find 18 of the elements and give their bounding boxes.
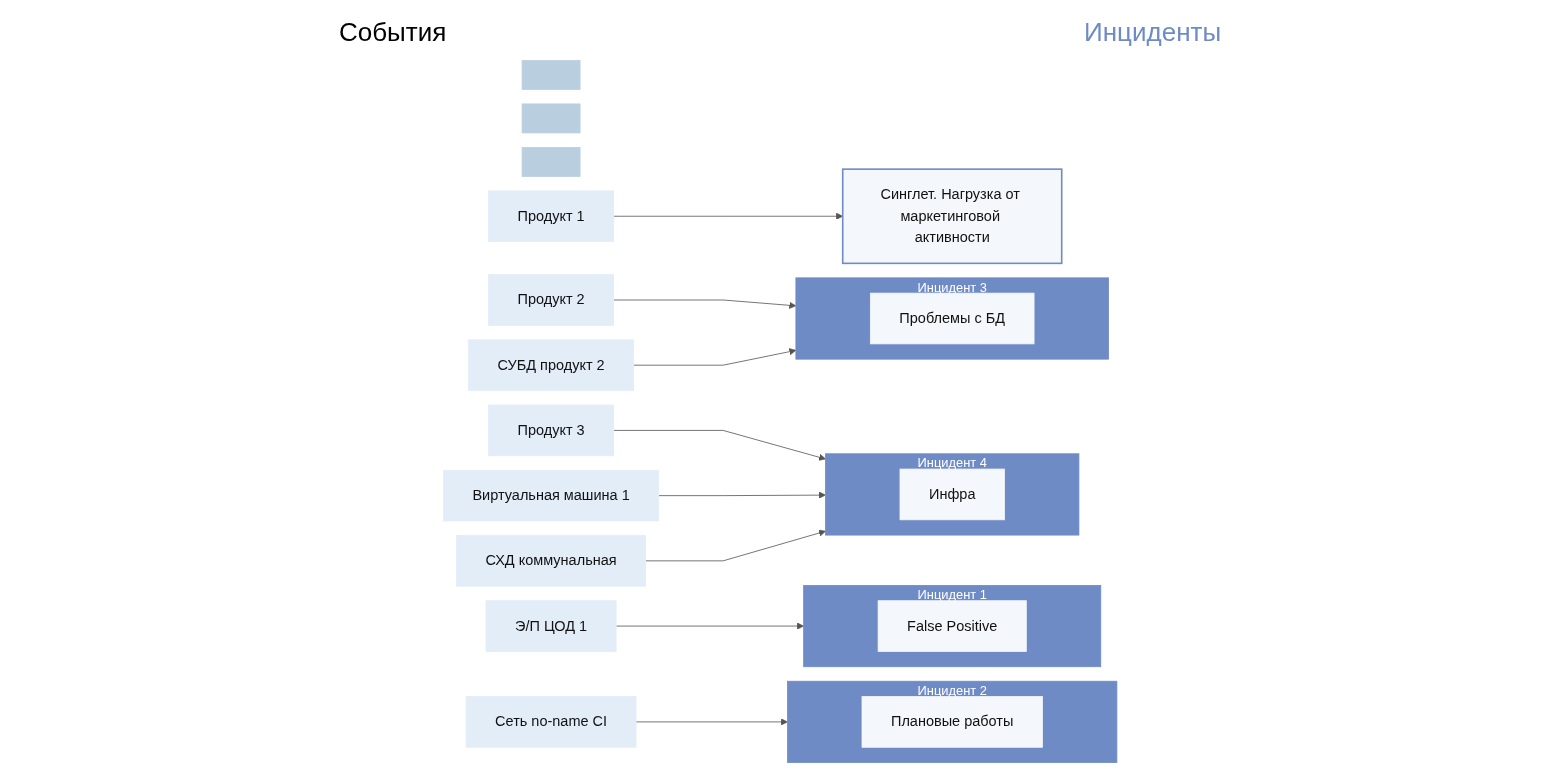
node-box: Проблемы с БД — [869, 292, 1035, 345]
column-heading: Инциденты — [1084, 16, 1222, 48]
node-box: СУБД продукт 2 — [467, 339, 634, 391]
node-box: Продукт 2 — [487, 274, 614, 326]
node-box — [521, 147, 581, 177]
node-box — [521, 60, 581, 90]
node-box: Виртуальная машина 1 — [442, 469, 659, 522]
node-box: Инфра — [899, 468, 1005, 521]
node-box: Продукт 3 — [487, 404, 614, 457]
node-box: Плановые работы — [861, 696, 1043, 748]
node-box: СХД коммунальная — [456, 535, 646, 587]
node-box — [521, 103, 581, 134]
column-heading: События — [338, 16, 447, 48]
node-box: Э/П ЦОД 1 — [485, 600, 617, 652]
node-box: Синглет. Нагрузка от маркетинговой активности — [841, 168, 1063, 265]
node-box: Сеть no-name CI — [465, 696, 637, 748]
node-box: Продукт 1 — [487, 190, 614, 242]
node-box: False Positive — [877, 600, 1027, 652]
